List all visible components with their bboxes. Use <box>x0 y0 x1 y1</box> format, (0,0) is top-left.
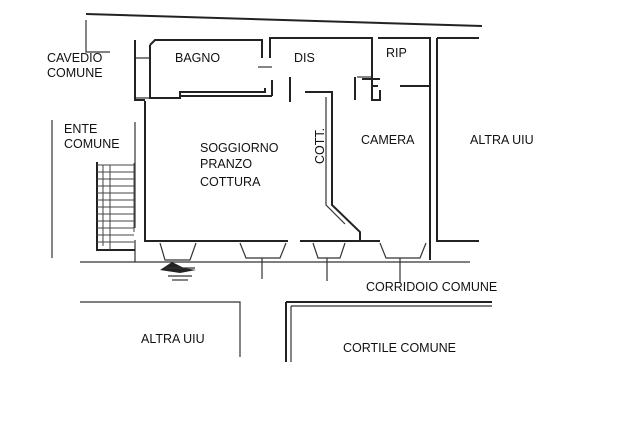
label-bagno: BAGNO <box>175 51 220 65</box>
label-camera: CAMERA <box>361 133 415 147</box>
staircase <box>51 120 136 258</box>
label-dis: DIS <box>294 51 315 65</box>
label-rip: RIP <box>386 46 407 60</box>
windows <box>134 240 470 283</box>
label-altra-uiu-bottom: ALTRA UIU <box>141 332 205 346</box>
label-corridoio: CORRIDOIO COMUNE <box>366 280 497 294</box>
label-ente-line2: COMUNE <box>64 137 120 151</box>
label-soggiorno-line1: SOGGIORNO <box>200 141 279 155</box>
entrance-arrow-icon <box>160 262 196 281</box>
label-cavedio-line1: CAVEDIO <box>47 51 103 65</box>
label-cavedio-line2: COMUNE <box>47 66 103 80</box>
label-soggiorno-line3: COTTURA <box>200 175 261 189</box>
label-soggiorno-line2: PRANZO <box>200 157 252 171</box>
label-cott: COTT. <box>313 128 327 164</box>
lower-boundaries <box>80 261 492 362</box>
interior-walls <box>134 40 430 242</box>
label-ente-line1: ENTE <box>64 122 97 136</box>
label-altra-uiu-right: ALTRA UIU <box>470 133 534 147</box>
label-cortile: CORTILE COMUNE <box>343 341 456 355</box>
